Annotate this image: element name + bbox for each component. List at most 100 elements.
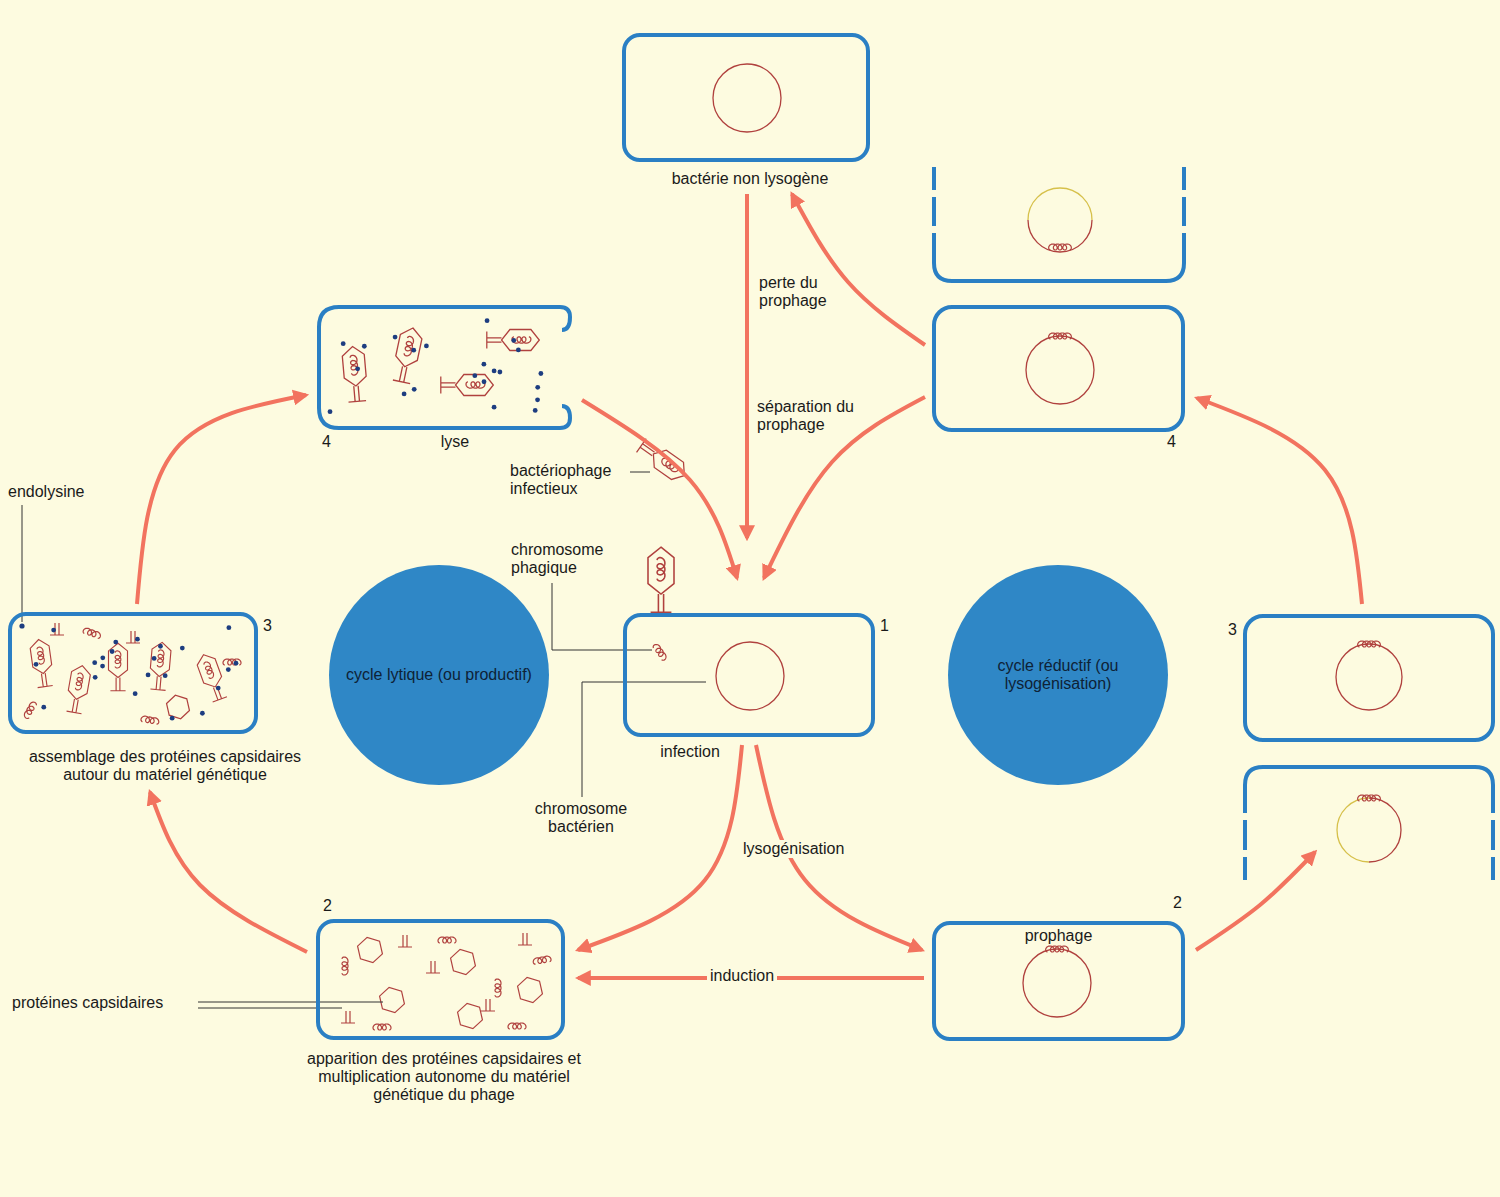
endolysin-dot xyxy=(411,348,416,353)
leader-label: endolysine xyxy=(8,483,85,501)
callout-number: 1 xyxy=(880,617,889,635)
endolysin-dot xyxy=(511,338,516,343)
cycle-arrow xyxy=(582,400,737,578)
tail-protein xyxy=(126,631,140,643)
leader-line xyxy=(198,1002,383,1008)
endolysin-dot xyxy=(402,392,407,397)
cycle-arrow xyxy=(150,792,307,952)
leader-label: protéines capsidaires xyxy=(12,994,163,1012)
phage-tail xyxy=(150,676,166,691)
phage-tail xyxy=(393,365,413,384)
tail-protein xyxy=(518,933,532,945)
callout-number: 2 xyxy=(323,897,332,915)
cycle-arrow xyxy=(745,194,749,538)
endolysin-dot xyxy=(538,371,543,376)
leader-line xyxy=(582,682,706,797)
bacteriophage xyxy=(149,642,172,691)
endolysin-dot xyxy=(41,705,46,710)
bacteriophage xyxy=(487,330,540,351)
endolysin-dot xyxy=(328,409,333,414)
capsid-protein xyxy=(451,949,476,974)
dividing-bacterium xyxy=(934,167,1184,281)
cycle-arrow xyxy=(1197,398,1362,604)
dna-coil xyxy=(350,355,358,375)
bacterial-chromosome xyxy=(1026,336,1094,404)
endolysin-dot xyxy=(535,397,540,402)
endolysin-dot xyxy=(234,661,239,666)
endolysin-dot xyxy=(200,711,205,716)
dna-coil xyxy=(512,337,531,343)
dna-coil xyxy=(652,643,667,661)
endolysin-dot xyxy=(100,655,105,660)
box-caption: bactérie non lysogène xyxy=(599,170,901,188)
endolysin-dot xyxy=(135,637,140,642)
dividing-bacterium xyxy=(1245,767,1493,880)
dna-coil xyxy=(1049,333,1072,339)
cycle-arrow xyxy=(1196,852,1315,950)
box-caption: apparition des protéines capsidaires et … xyxy=(299,1050,589,1104)
dna-coil xyxy=(1049,244,1072,250)
phage-tail xyxy=(110,678,125,691)
dna-coil xyxy=(1358,795,1381,801)
endolysin-dot xyxy=(226,625,231,630)
bacterial-chromosome xyxy=(713,64,781,132)
endolysin-dot xyxy=(492,369,497,374)
box-caption: assemblage des protéines capsidaires aut… xyxy=(7,748,323,784)
leader-label: chromosome bactérien xyxy=(522,800,640,836)
endolysin-dot xyxy=(92,660,97,665)
capsid-protein xyxy=(518,977,543,1002)
endolysin-dot xyxy=(170,716,175,721)
phage-tail xyxy=(347,385,366,402)
phage-head xyxy=(394,326,424,369)
edge-label: lysogénisation xyxy=(740,840,847,858)
dna-coil xyxy=(404,336,415,357)
bacterium-box: assemblage des protéines capsidaires aut… xyxy=(8,612,258,734)
tail-protein xyxy=(50,623,64,635)
callout-number: 4 xyxy=(322,433,331,451)
endolysin-dot xyxy=(113,640,118,645)
endolysin-dot xyxy=(93,675,98,680)
endolysin-dot xyxy=(180,646,185,651)
endolysin-dot xyxy=(516,347,521,352)
callout-number: 3 xyxy=(1228,621,1237,639)
dna-coil xyxy=(373,1024,391,1030)
phage-head xyxy=(109,643,128,677)
endolysin-dot xyxy=(472,373,477,378)
phage-head xyxy=(342,346,367,387)
bacterium-box: prophage xyxy=(932,921,1185,1041)
phage-tail xyxy=(441,377,456,394)
endolysin-dot xyxy=(481,362,486,367)
capsid-protein xyxy=(358,937,383,962)
endolysin-dot xyxy=(341,341,346,346)
bacterial-chromosome xyxy=(1028,220,1092,252)
bacteriophage xyxy=(29,638,54,688)
capsid-protein xyxy=(167,695,190,718)
dna-coil xyxy=(203,661,214,679)
bacterium xyxy=(1245,616,1493,740)
dna-coil xyxy=(342,957,348,975)
arrow-note: séparation du prophage xyxy=(757,398,882,434)
capsid-protein xyxy=(380,987,405,1012)
dna-coil xyxy=(1358,641,1381,647)
endolysin-dot xyxy=(485,318,490,323)
bacteriophage xyxy=(109,643,128,691)
cycle-circle: cycle réductif (ou lysogénisation) xyxy=(948,565,1168,785)
endolysin-dot xyxy=(146,673,151,678)
leader-line xyxy=(22,505,23,622)
dna-coil xyxy=(157,650,164,667)
endolysin-dot xyxy=(497,370,502,375)
dna-coil xyxy=(83,627,102,639)
endolysin-dot xyxy=(133,691,138,696)
phage-tail xyxy=(651,594,672,612)
endolysin-dot xyxy=(535,385,540,390)
phage-head xyxy=(502,330,540,351)
endolysin-dot xyxy=(492,405,497,410)
lysed-cell-wall xyxy=(319,307,570,428)
dna-coil xyxy=(657,558,665,581)
endolysin-dot xyxy=(110,649,115,654)
bacterial-chromosome xyxy=(716,642,784,710)
endolysin-dot xyxy=(533,408,538,413)
bacteriophage xyxy=(635,437,690,484)
endolysin-dot xyxy=(51,628,56,633)
dna-coil xyxy=(223,659,241,665)
